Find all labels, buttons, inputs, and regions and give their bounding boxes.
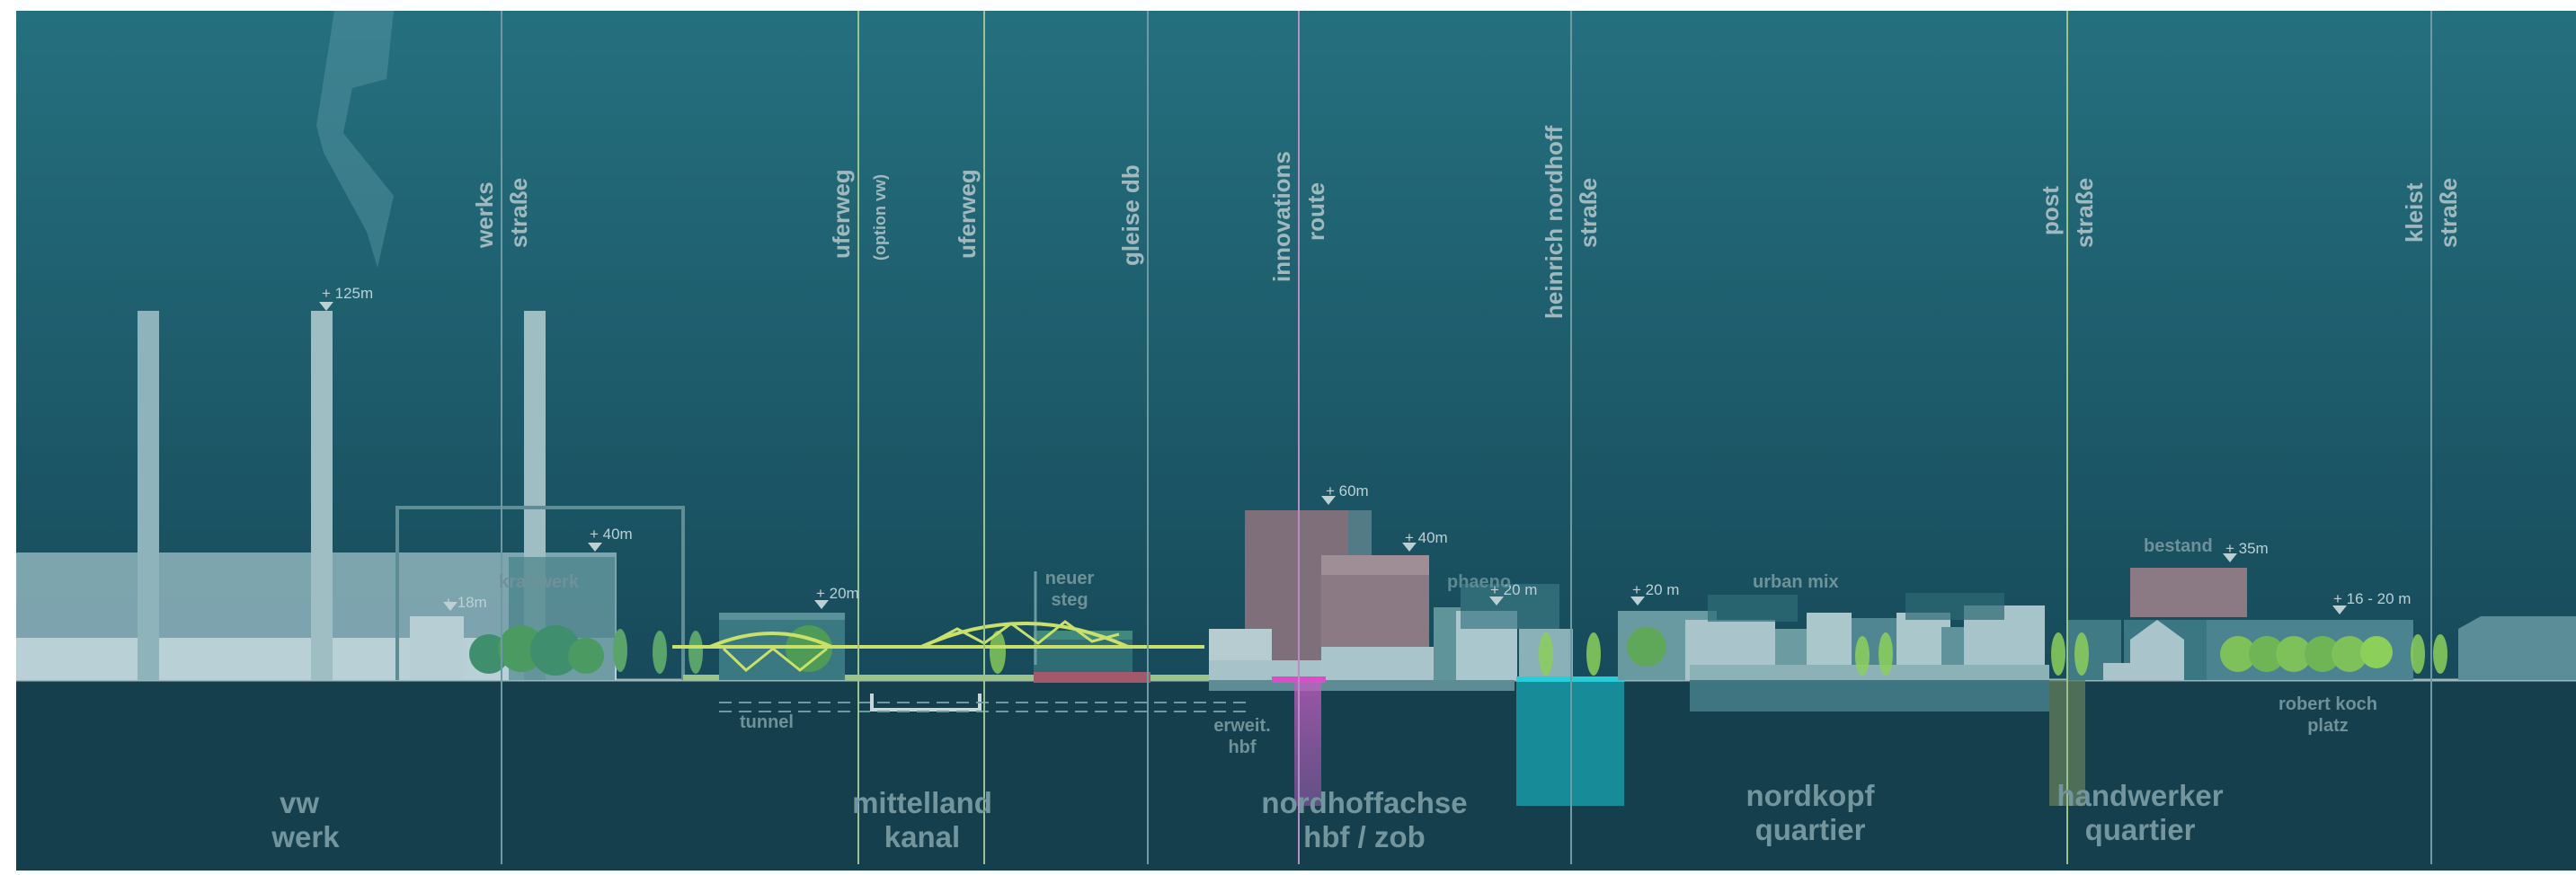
label-erweit: erweit. [1213,716,1270,736]
height-tower: + 60m [1326,482,1369,499]
district-labels: vw werk mittelland kanal nordhoffachse h… [271,779,2223,853]
label-phaeno: phaeno [1447,572,1511,592]
height-kraftwerk-top: + 40m [590,526,633,543]
label-urban-mix: urban mix [1753,572,1839,592]
district-mittelland: mittelland [852,786,992,819]
street-label-post-strasse: straße [2071,178,2098,248]
street-labels: werks straße uferweg (option vw) uferweg… [471,125,2462,319]
street-label-post: post [2037,186,2064,235]
height-tower-b: + 40m [1405,529,1448,546]
height-chimney: + 125m [322,285,373,302]
district-quartier: quartier [1755,813,1866,846]
height-nordkopf: + 20 m [1632,581,1679,598]
street-label-kleist: kleist [2401,182,2428,243]
label-steg: steg [1051,590,1088,610]
height-koch: + 16 - 20 m [2333,590,2411,607]
street-label-heinrich: heinrich nordhoff [1541,125,1568,319]
street-label-innovations: innovations [1268,151,1295,282]
label-neuer: neuer [1045,569,1095,588]
street-label-uferweg-2: uferweg [954,169,981,259]
district-handwerker: handwerker [2056,779,2223,812]
label-bestand: bestand [2144,536,2213,556]
street-label-uferweg-1: uferweg [828,169,855,259]
label-tunnel: tunnel [740,712,794,732]
height-phaeno: + 20 m [1490,581,1537,598]
smoke-plume [316,11,394,268]
label-kraftwerk: kraftwerk [499,572,580,592]
height-canal: + 20m [816,585,859,602]
label-platz: platz [2307,716,2349,736]
street-label-werks: werks [471,181,498,249]
district-handwerker-quartier: quartier [2085,813,2196,846]
trees-kraftwerk [469,625,703,676]
canal-structures [672,571,1312,712]
street-label-heinrich-strasse: straße [1575,178,1602,248]
label-hbf: hbf [1228,738,1256,757]
district-hbf-zob: hbf / zob [1303,820,1426,853]
height-kraftwerk-low: + 18m [444,594,487,611]
district-werk: werk [271,820,340,853]
street-label-option-vw: (option vw) [871,174,889,261]
street-label-kleist-strasse: straße [2435,178,2462,248]
label-robert-koch: robert koch [2278,694,2377,714]
district-nordkopf: nordkopf [1746,779,1876,812]
axis-lines [501,11,2432,864]
street-label-gleise: gleise db [1117,164,1144,266]
place-labels: kraftwerk neuer steg phaeno urban mix be… [499,536,2377,757]
street-label-route: route [1302,182,1329,241]
district-nordhoffachse: nordhoffachse [1261,786,1467,819]
district-kanal: kanal [884,820,960,853]
height-bestand: + 35m [2225,540,2269,557]
height-markers: + 125m + 40m + 18m + 20m + 60m + 40m + 2… [319,285,2411,614]
street-label-werksstrasse: straße [505,178,532,248]
district-vw: vw [280,786,319,819]
